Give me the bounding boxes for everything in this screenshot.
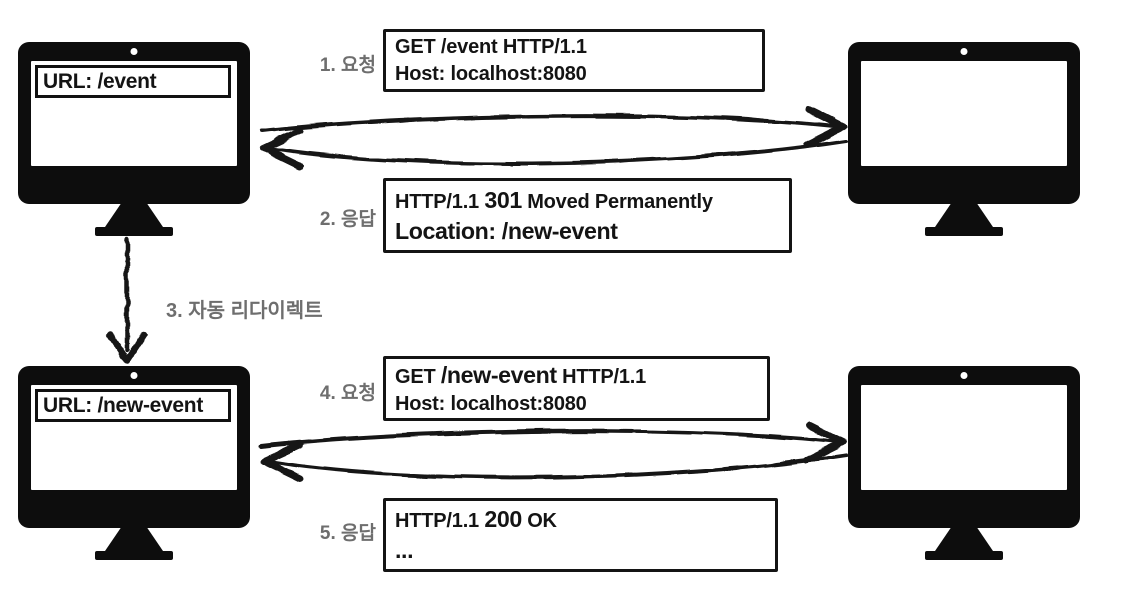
request-arrow-top-icon: [260, 106, 847, 149]
response-message-box-5: HTTP/1.1 200 OK ...: [383, 498, 778, 572]
redirect-arrow-icon: [106, 237, 148, 365]
request-message-box-1: GET /event HTTP/1.1 Host: localhost:8080: [383, 29, 765, 92]
server-monitor-top: [848, 42, 1080, 236]
message-line: Location: /new-event: [395, 217, 618, 244]
step-label-5: 5. 응답: [319, 523, 376, 544]
camera-dot-icon: [130, 372, 138, 379]
message-line: HTTP/1.1 301 Moved Permanently: [395, 186, 713, 213]
browser-screen: URL: /event: [31, 61, 237, 166]
request-arrow-bottom-icon: [260, 421, 847, 464]
step-label-3-redirect: 3. 자동 리다이렉트: [166, 300, 323, 322]
camera-dot-icon: [960, 372, 968, 379]
message-line: ...: [395, 537, 414, 563]
server-screen: [861, 385, 1067, 490]
monitor-base: [925, 551, 1003, 560]
camera-dot-icon: [960, 48, 968, 55]
url-bar: URL: /event: [35, 65, 231, 98]
desktop-monitor-icon: [848, 366, 1080, 528]
message-line: GET /event HTTP/1.1: [395, 35, 587, 58]
client-monitor-before: URL: /event: [18, 42, 250, 236]
monitor-stand: [935, 204, 993, 227]
message-line: GET /new-event HTTP/1.1: [395, 361, 647, 388]
message-line: Host: localhost:8080: [395, 62, 587, 85]
request-message-box-4: GET /new-event HTTP/1.1 Host: localhost:…: [383, 356, 770, 421]
response-arrow-bottom-icon: [259, 440, 848, 483]
server-monitor-bottom: [848, 366, 1080, 560]
message-line: HTTP/1.1 200 OK: [395, 506, 557, 533]
monitor-base: [925, 227, 1003, 236]
step-label-4: 4. 요청: [319, 383, 376, 404]
server-screen: [861, 61, 1067, 166]
step-label-2: 2. 응답: [319, 209, 376, 230]
message-line: Host: localhost:8080: [395, 392, 587, 415]
monitor-base: [95, 551, 173, 560]
monitor-base: [95, 227, 173, 236]
desktop-monitor-icon: [848, 42, 1080, 204]
monitor-stand: [105, 204, 163, 227]
monitor-stand: [105, 528, 163, 551]
browser-screen: URL: /new-event: [31, 385, 237, 490]
url-bar: URL: /new-event: [35, 389, 231, 422]
monitor-stand: [935, 528, 993, 551]
step-label-1: 1. 요청: [319, 55, 376, 76]
desktop-monitor-icon: URL: /new-event: [18, 366, 250, 528]
desktop-monitor-icon: URL: /event: [18, 42, 250, 204]
response-message-box-2: HTTP/1.1 301 Moved Permanently Location:…: [383, 178, 792, 253]
response-arrow-top-icon: [259, 127, 848, 170]
camera-dot-icon: [130, 48, 138, 55]
client-monitor-after: URL: /new-event: [18, 366, 250, 560]
